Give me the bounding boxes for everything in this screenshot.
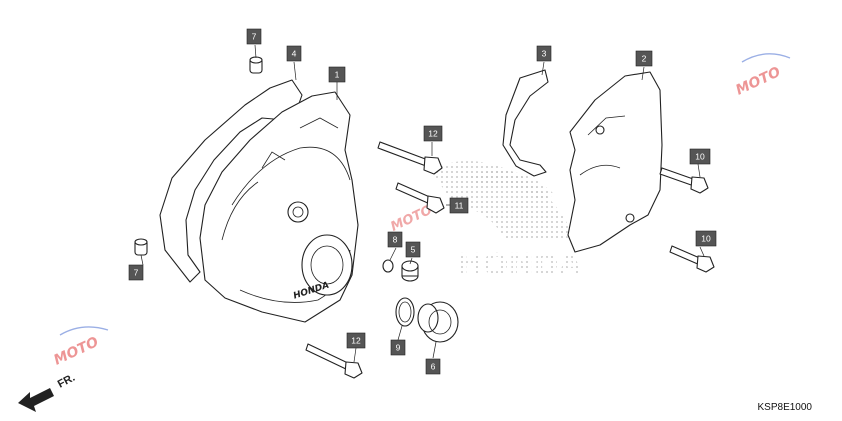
- callout-8: 8: [387, 231, 403, 248]
- svg-text:MOTO: MOTO: [733, 64, 783, 99]
- diagram-code: KSP8E1000: [757, 402, 813, 413]
- callout-5: 5: [405, 241, 421, 258]
- moto-watermark-left: MOTO: [51, 326, 109, 369]
- svg-text:2: 2: [642, 54, 647, 64]
- svg-text:11: 11: [455, 201, 464, 211]
- svg-text:12: 12: [351, 336, 361, 346]
- left-crankcase-cover: HONDA: [199, 91, 359, 323]
- callout-10-lower: 10: [695, 230, 717, 247]
- bolt-middle: [395, 182, 445, 214]
- callout-7-bottom: 7: [128, 264, 144, 281]
- leader-lines: [140, 44, 705, 363]
- svg-text:4: 4: [292, 49, 297, 59]
- svg-text:5: 5: [411, 245, 416, 255]
- callout-4: 4: [286, 45, 302, 62]
- svg-text:1: 1: [335, 70, 340, 80]
- svg-text:10: 10: [695, 152, 705, 162]
- front-label: FR.: [56, 372, 77, 391]
- front-arrow: FR.: [18, 372, 77, 412]
- dowel-pin-bottom: [134, 238, 148, 256]
- svg-text:7: 7: [252, 32, 257, 42]
- watermark-text: HONDA: [458, 248, 583, 283]
- callout-9: 9: [390, 339, 406, 356]
- svg-text:3: 3: [542, 49, 547, 59]
- dowel-pin-top: [249, 56, 263, 74]
- svg-text:7: 7: [134, 268, 139, 278]
- cover-bolt-lower: [669, 245, 715, 273]
- moto-watermark-right: MOTO: [733, 53, 791, 99]
- sprocket-cover: [567, 71, 663, 253]
- callout-12-upper: 12: [423, 125, 443, 142]
- bolt-lower: [305, 343, 363, 379]
- svg-text:9: 9: [396, 343, 401, 353]
- honda-watermark: HONDA: [430, 161, 583, 283]
- timing-hole-cap: [417, 301, 459, 343]
- svg-text:12: 12: [428, 129, 438, 139]
- svg-text:6: 6: [431, 362, 436, 372]
- callout-10-upper: 10: [689, 148, 711, 165]
- callout-7-top: 7: [246, 28, 262, 45]
- callout-6: 6: [425, 358, 441, 375]
- svg-text:8: 8: [393, 235, 398, 245]
- svg-text:MOTO: MOTO: [51, 334, 101, 369]
- svg-text:10: 10: [701, 234, 711, 244]
- callout-3: 3: [536, 45, 552, 62]
- o-ring-small: [382, 259, 394, 273]
- callout-11: 11: [449, 197, 469, 214]
- guide-bracket: [502, 69, 549, 177]
- bolt-upper: [377, 141, 443, 175]
- callout-1: 1: [328, 66, 346, 83]
- callout-2: 2: [635, 50, 653, 67]
- callout-12-lower: 12: [346, 332, 366, 349]
- plug-small: [401, 260, 419, 282]
- cover-bolt-upper: [659, 167, 709, 194]
